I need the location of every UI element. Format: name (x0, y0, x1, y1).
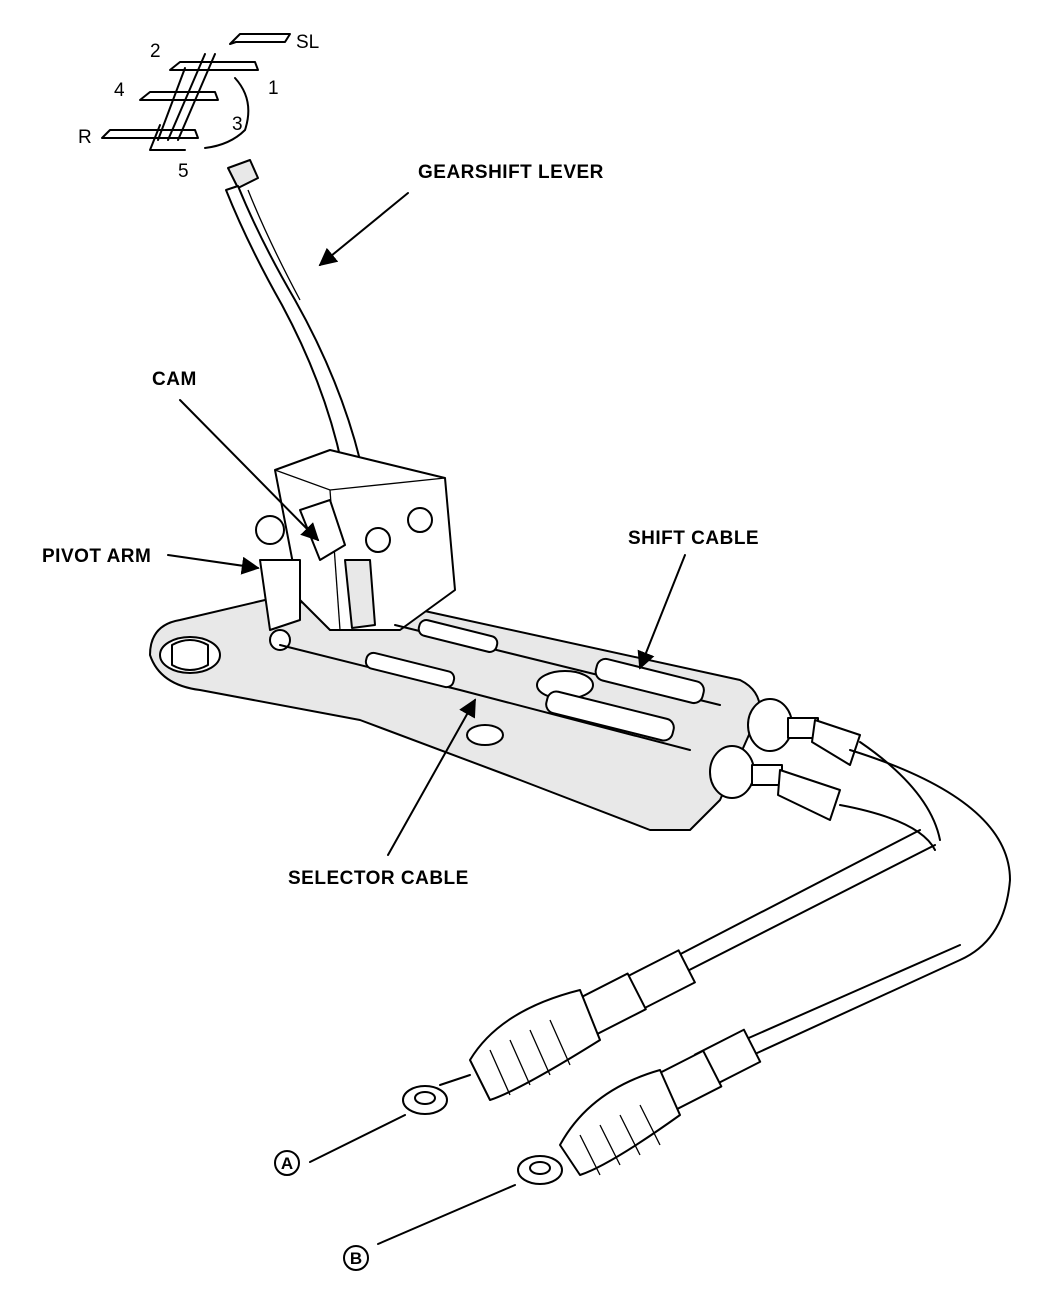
shift-cable-label: SHIFT CABLE (628, 528, 759, 549)
gear-5-label: 5 (178, 161, 189, 182)
selector-cable-leader (387, 698, 476, 856)
cables (639, 741, 1011, 1071)
gear-2-label: 2 (150, 41, 161, 62)
callout-leaders (167, 192, 686, 856)
gear-1-label: 1 (268, 78, 279, 99)
cable-a-label: A (281, 1154, 293, 1173)
pivot-arm-leader (167, 554, 260, 575)
cable-terminals (709, 698, 861, 821)
gear-sl-label: SL (296, 32, 319, 53)
gearshift-lever (225, 159, 361, 466)
cable-rods (279, 619, 721, 751)
pivot-arm-label: PIVOT ARM (42, 546, 151, 567)
selector-cable-label: SELECTOR CABLE (288, 868, 469, 889)
gearshift-lever-leader (318, 192, 409, 267)
gear-4-label: 4 (114, 80, 125, 101)
cable-b-end: B (343, 1028, 762, 1271)
cable-a-callout (274, 1150, 300, 1176)
cam-leader (179, 399, 320, 542)
cable-b-callout (343, 1245, 369, 1271)
shift-pattern: SL 2 1 4 3 R 5 (78, 32, 319, 182)
cam-label: CAM (152, 369, 197, 390)
shifter-housing (255, 449, 456, 651)
gear-3-label: 3 (232, 114, 243, 135)
gearshift-lever-label: GEARSHIFT LEVER (418, 162, 604, 183)
cable-b-label: B (350, 1249, 362, 1268)
shift-cable-leader (637, 554, 686, 670)
cable-a-end: A (274, 949, 696, 1176)
gear-r-label: R (78, 127, 92, 148)
